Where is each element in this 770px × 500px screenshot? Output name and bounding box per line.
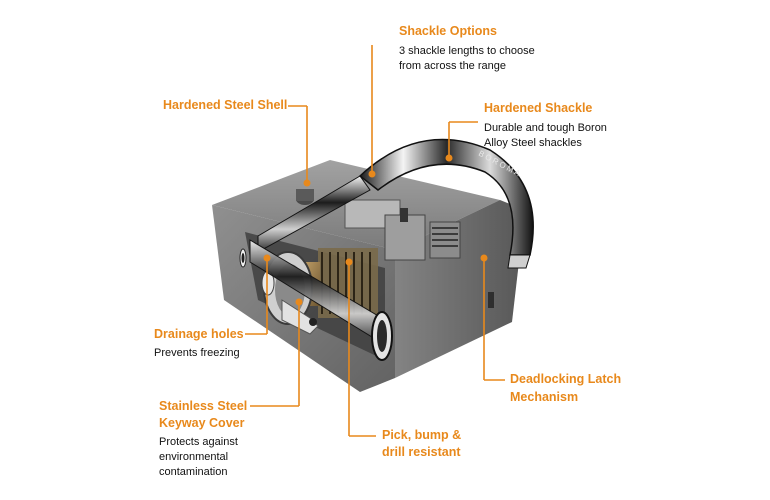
leader-dot-drainage-holes xyxy=(263,254,271,262)
leader-dot-shackle-options xyxy=(368,170,376,178)
callout-description-line: Protects against xyxy=(159,436,238,448)
callout-description-line: Durable and tough Boron xyxy=(484,122,607,134)
leader-dot-hardened-shackle xyxy=(445,154,453,162)
callout-title-line: Deadlocking Latch xyxy=(510,372,622,386)
callout-description-line: environmental xyxy=(159,451,229,463)
leader-dot-pick-bump xyxy=(345,258,353,266)
callout-description-line: Prevents freezing xyxy=(154,347,240,359)
callout-title: Hardened Steel Shell xyxy=(163,98,288,112)
callout-title: Hardened Shackle xyxy=(484,101,593,115)
callout-pick-bump-drill: Pick, bump & drill resistant xyxy=(382,427,461,461)
latch-parts xyxy=(296,189,461,261)
drainage-holes xyxy=(239,248,247,268)
callout-title: Shackle Options xyxy=(399,24,497,38)
callout-title-line: Pick, bump & xyxy=(382,428,462,442)
callout-deadlocking-latch: Deadlocking Latch Mechanism xyxy=(510,371,621,406)
callout-hardened-steel-shell: Hardened Steel Shell xyxy=(163,97,287,114)
shell-side-face xyxy=(395,200,525,378)
leader-dot-keyway-cover xyxy=(295,298,303,306)
callout-shackle-options: Shackle Options 3 shackle lengths to cho… xyxy=(399,23,535,74)
callout-title: Drainage holes xyxy=(154,327,244,341)
callout-keyway-cover: Stainless Steel Keyway Cover Protects ag… xyxy=(159,398,247,480)
callout-description-line: Alloy Steel shackles xyxy=(484,137,582,149)
callout-title-line: Stainless Steel xyxy=(159,399,248,413)
callout-description-line: 3 shackle lengths to choose xyxy=(399,45,535,57)
callout-drainage-holes: Drainage holes Prevents freezing xyxy=(154,326,244,361)
shackle-right-leg xyxy=(507,254,531,269)
callout-hardened-shackle: Hardened Shackle Durable and tough Boron… xyxy=(484,100,607,151)
callout-title-line: drill resistant xyxy=(382,445,461,459)
callout-description-line: from across the range xyxy=(399,60,506,72)
leader-dot-hardened-steel-shell xyxy=(303,179,311,187)
callout-description-line: contamination xyxy=(159,466,228,478)
leader-dot-deadlocking xyxy=(480,254,488,262)
callout-title-line: Mechanism xyxy=(510,390,579,404)
callout-title-line: Keyway Cover xyxy=(159,416,245,430)
